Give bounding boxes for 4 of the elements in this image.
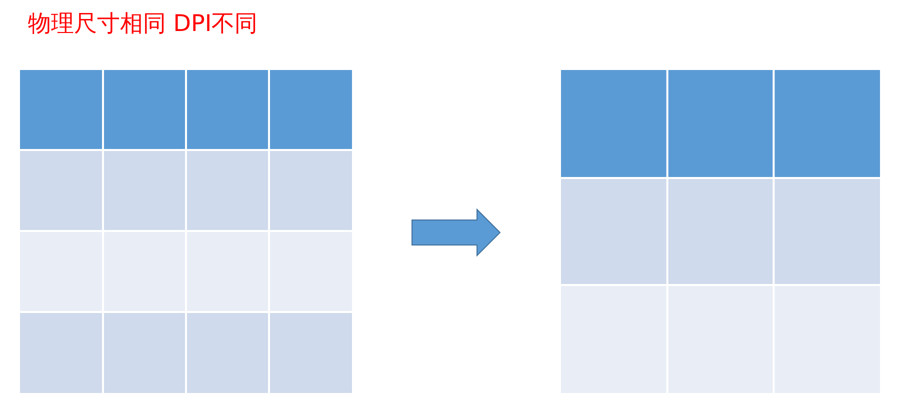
block-arrow xyxy=(412,208,501,257)
table-drawing xyxy=(20,70,352,393)
table-drawing xyxy=(561,70,880,393)
title: 物理尺寸相同 DPI不同 xyxy=(28,10,258,39)
